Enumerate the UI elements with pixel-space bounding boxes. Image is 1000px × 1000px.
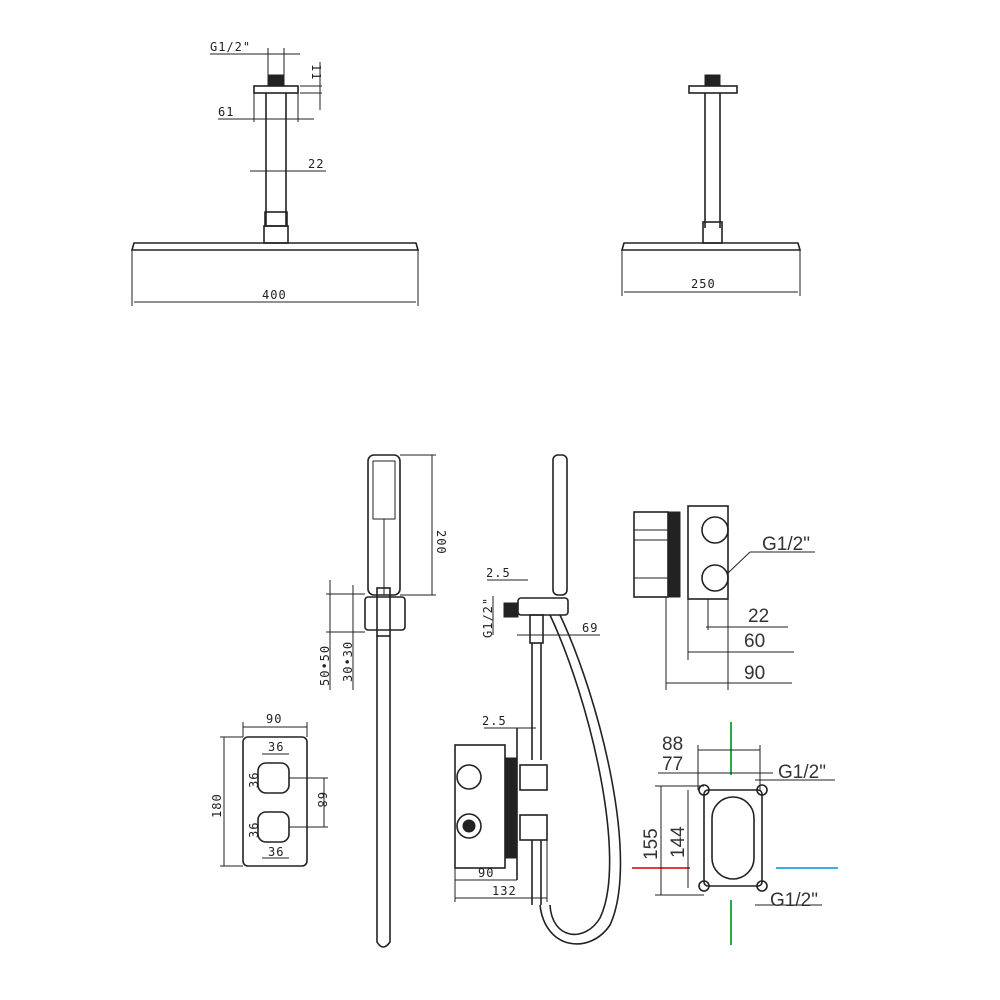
valve-cartridge: [633, 511, 669, 598]
holder-b-label: 30•30: [341, 641, 355, 682]
valve-frame: [703, 789, 763, 887]
holder: [364, 596, 406, 631]
valve-side-view: G1/2" 22 60 90: [633, 505, 815, 690]
hand-shower-front: 200 50•50 30•30: [318, 454, 448, 948]
hose-upper: [531, 643, 542, 760]
knob-height-top-label: 36: [247, 772, 261, 788]
inner-height-label: 144: [668, 826, 689, 858]
wall-plate: [504, 757, 518, 859]
plate-width-label: 90: [266, 712, 282, 726]
rain-shower-250: 250: [620, 74, 802, 296]
valve-front-view: 88 77 G1/2" 155 144 G1/2": [632, 722, 838, 945]
valve-body: [454, 744, 506, 869]
flange-width-label: 61: [218, 105, 234, 119]
bracket-top: [519, 764, 548, 791]
thread-bottom-label: G1/2": [770, 890, 818, 911]
ceiling-flange: [688, 85, 738, 94]
spray-face: [372, 460, 396, 520]
side-view: 2.5 G1/2" 69 2.5 90 132: [454, 454, 622, 945]
plate: [242, 736, 308, 867]
dim-60-label: 60: [744, 631, 765, 652]
bracket-bottom: [519, 814, 548, 841]
arm-diameter-label: 22: [308, 157, 324, 171]
offset-top-label: 2.5: [486, 566, 511, 580]
control-plate: 90 180 36 36 36 36 68: [210, 712, 329, 867]
offset-bottom-label: 2.5: [482, 714, 507, 728]
valve-thread-label: G1/2": [762, 534, 810, 555]
hose-loop: [539, 614, 622, 945]
projection-label: 69: [582, 621, 598, 635]
width-label: 250: [691, 277, 716, 291]
depth-label: 90: [478, 866, 494, 880]
dim-90-label: 90: [744, 663, 765, 684]
outer-width-label: 88: [662, 734, 683, 755]
knob-height-bottom-label: 36: [247, 822, 261, 838]
valve-oval: [711, 796, 755, 880]
rain-shower-400: G1/2" 11 61 22 400: [130, 40, 420, 306]
knob-width-top-label: 36: [268, 740, 284, 754]
handset-side: [552, 454, 568, 596]
ceiling-flange: [253, 85, 299, 94]
dim-22-label: 22: [748, 606, 769, 627]
thread-top-label: G1/2": [778, 762, 826, 783]
knob-bottom: [257, 811, 290, 843]
plate-height-label: 180: [210, 793, 224, 818]
outlet-nut: [503, 602, 519, 618]
outer-height-label: 155: [641, 828, 662, 860]
holder-a-label: 50•50: [318, 645, 332, 686]
shower-head: [620, 242, 802, 251]
hose: [376, 636, 391, 948]
flange-height-label: 11: [309, 64, 323, 80]
arm-connector: [264, 211, 288, 227]
length-label: 200: [434, 530, 448, 555]
holder-side: [517, 597, 569, 616]
knob-width-bottom-label: 36: [268, 845, 284, 859]
thread-label: G1/2": [210, 40, 251, 54]
shower-head: [130, 242, 420, 251]
inner-width-label: 77: [662, 754, 683, 775]
width-label: 400: [262, 288, 287, 302]
knob-top: [257, 762, 290, 794]
inlet-nut: [267, 74, 285, 86]
total-depth-label: 132: [492, 884, 517, 898]
knob-spacing-label: 68: [315, 792, 329, 808]
outlet-thread-label: G1/2": [481, 597, 495, 638]
